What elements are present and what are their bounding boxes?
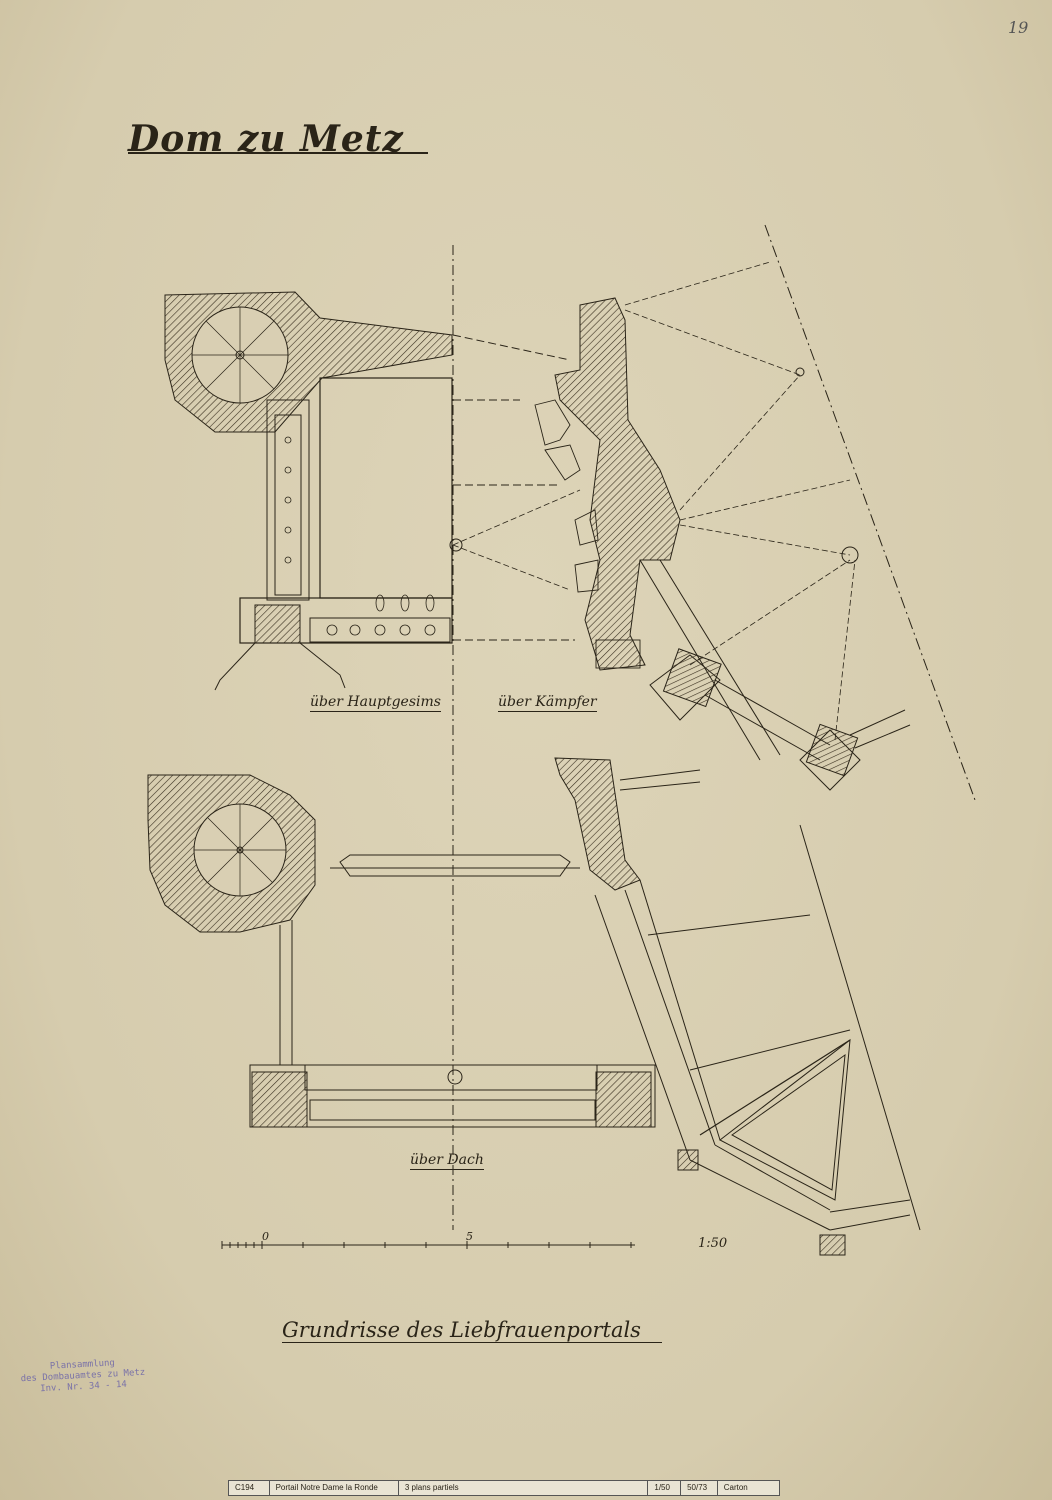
label-uber-kampfer: über Kämpfer <box>498 694 597 712</box>
footer-medium: Carton <box>723 1483 748 1492</box>
sheet-number: 19 <box>1008 18 1029 37</box>
catalog-footer-bar: C194 Portail Notre Dame la Ronde 3 plans… <box>228 1480 780 1496</box>
archive-stamp: Plansammlung des Dombauamtes zu Metz Inv… <box>17 1357 149 1397</box>
drawing-subtitle: Grundrisse des Liebfrauenportals <box>282 1318 662 1343</box>
title-underline <box>128 152 428 154</box>
footer-title: Portail Notre Dame la Ronde <box>270 1481 399 1495</box>
footer-scale: 1/50 <box>648 1481 682 1495</box>
scale-bar <box>221 1241 635 1249</box>
scale-ratio: 1:50 <box>698 1236 728 1251</box>
footer-code: C194 <box>229 1481 270 1495</box>
footer-size: 50/73 <box>681 1481 718 1495</box>
lower-plan <box>147 757 921 1256</box>
footer-desc: 3 plans partiels <box>399 1481 649 1495</box>
upper-left-plan <box>164 291 453 691</box>
upper-right-plan <box>449 224 976 801</box>
label-uber-hauptgesims: über Hauptgesims <box>310 694 441 712</box>
scale-tick-5: 5 <box>466 1230 473 1243</box>
label-uber-dach: über Dach <box>410 1152 484 1170</box>
scale-tick-0: 0 <box>262 1230 269 1243</box>
